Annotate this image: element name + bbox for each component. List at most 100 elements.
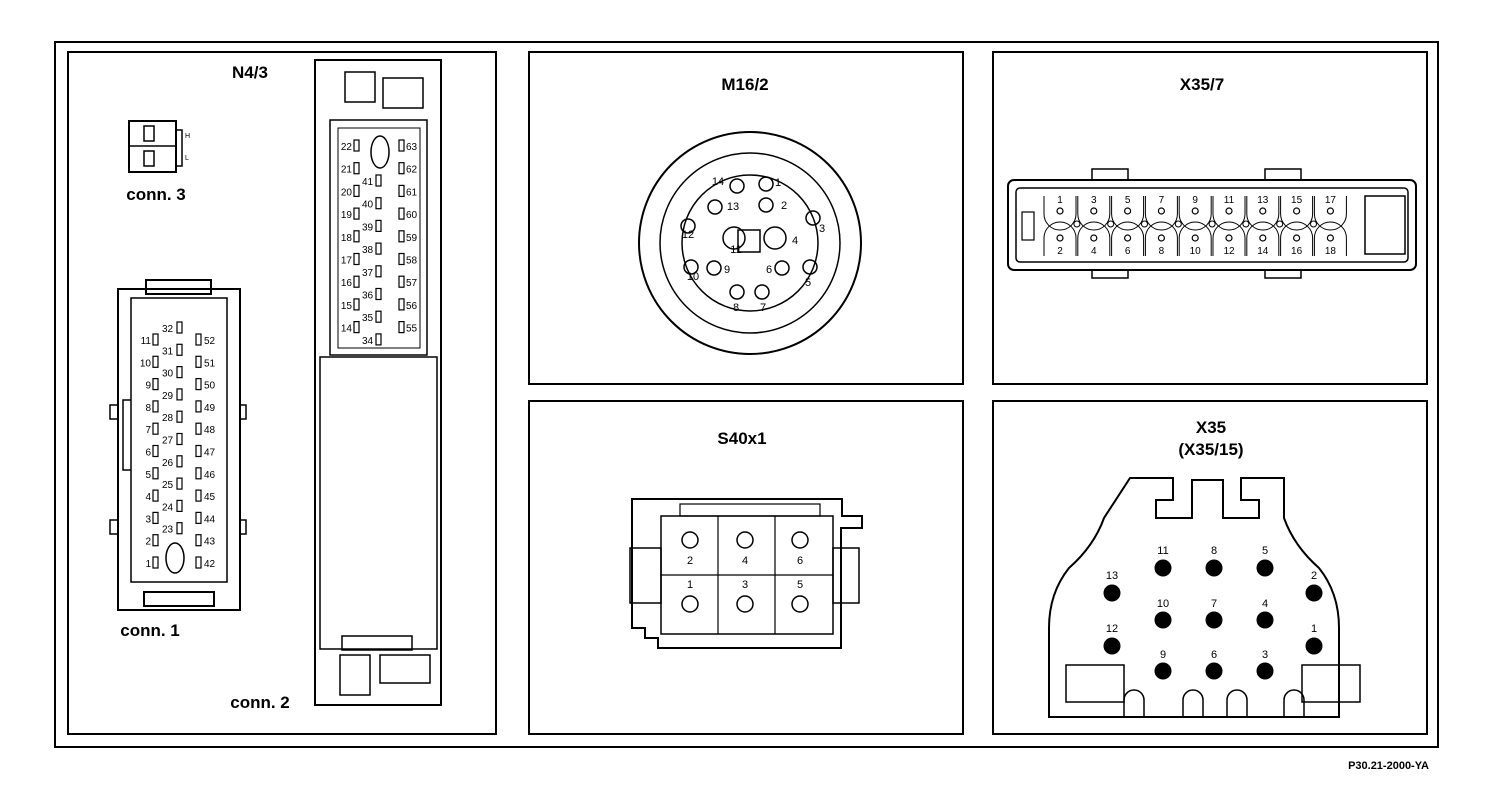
conn2-pin-label: 36 bbox=[362, 291, 374, 302]
x35-pin-contact bbox=[1103, 637, 1121, 655]
x35-7-pin-label: 3 bbox=[1091, 195, 1097, 206]
x35-pin-label: 12 bbox=[1106, 623, 1118, 635]
x35-pin-contact bbox=[1256, 559, 1274, 577]
conn2-pin-terminal bbox=[398, 321, 405, 334]
x35-7-pin-label: 14 bbox=[1257, 246, 1269, 257]
m16-2-pin-label: 12 bbox=[682, 229, 694, 241]
x35-7-pin-label: 11 bbox=[1224, 195, 1235, 206]
conn2-pin-label: 17 bbox=[341, 256, 353, 267]
s40x1-pin-label: 1 bbox=[687, 579, 693, 591]
m16-2-pin-socket bbox=[680, 218, 696, 234]
conn1-pin-label: 50 bbox=[204, 381, 216, 392]
conn1-pin-terminal bbox=[195, 355, 202, 368]
conn1-pin-label: 48 bbox=[204, 425, 216, 436]
x35-pin-contact bbox=[1205, 559, 1223, 577]
conn1-pin-label: 6 bbox=[145, 448, 151, 459]
m16-2-pin-label: 5 bbox=[805, 277, 811, 289]
x35-7-pin-label: 8 bbox=[1159, 246, 1165, 257]
conn2-pin-terminal bbox=[375, 197, 382, 210]
conn2-pin-terminal bbox=[398, 184, 405, 197]
x35-7-coding-hole bbox=[1242, 220, 1250, 228]
x35-7-pin-label: 13 bbox=[1257, 195, 1269, 206]
conn2-pin-terminal bbox=[353, 321, 360, 334]
x35-pin-label: 3 bbox=[1262, 649, 1268, 661]
conn1-pin-label: 28 bbox=[162, 413, 174, 424]
m16-2-pin-label: 1 bbox=[775, 177, 781, 189]
x35-7-pin-label: 15 bbox=[1291, 195, 1303, 206]
x35-7-pin-socket bbox=[1292, 207, 1301, 215]
s40x1-pin-socket bbox=[681, 531, 699, 549]
conn2-pin-label: 38 bbox=[362, 245, 374, 256]
x35-pin-contact bbox=[1205, 611, 1223, 629]
conn2-pin-label: 21 bbox=[341, 165, 353, 176]
conn1-pin-terminal bbox=[176, 477, 183, 490]
s40x1-pin-socket bbox=[791, 595, 809, 613]
x35-7-pin-cavity bbox=[1111, 221, 1145, 256]
panel-s40x1-frame bbox=[528, 400, 964, 735]
x35-7-pin-socket bbox=[1123, 234, 1132, 242]
x35-pin-contact bbox=[1256, 662, 1274, 680]
conn1-pin-label: 7 bbox=[145, 425, 151, 436]
x35-pin-label: 6 bbox=[1211, 649, 1217, 661]
conn1-label: conn. 1 bbox=[120, 621, 180, 640]
conn2-pin-terminal bbox=[375, 242, 382, 255]
conn2-pin-terminal bbox=[398, 275, 405, 288]
conn2-pin-terminal bbox=[353, 252, 360, 266]
conn1-pin-label: 31 bbox=[162, 346, 174, 357]
s40x1-pin-label: 3 bbox=[742, 579, 748, 591]
conn2-pin-terminal bbox=[398, 252, 405, 266]
conn1-pin-label: 11 bbox=[141, 336, 152, 347]
x35-7-pin-socket bbox=[1292, 234, 1301, 242]
x35-7-pin-socket bbox=[1123, 207, 1132, 215]
x35-7-pin-cavity bbox=[1144, 196, 1178, 231]
conn1-pin-label: 4 bbox=[145, 492, 151, 503]
panel-m16-2-title: M16/2 bbox=[721, 75, 768, 94]
x35-7-pin-label: 4 bbox=[1091, 246, 1097, 257]
conn2-pin-terminal bbox=[353, 184, 360, 197]
x35-7-coding-hole bbox=[1276, 220, 1284, 228]
conn1-pin-terminal bbox=[152, 467, 159, 480]
x35-7-pin-cavity bbox=[1111, 196, 1145, 231]
x35-pin-label: 7 bbox=[1211, 598, 1217, 610]
x35-7-pin-cavity bbox=[1212, 221, 1246, 256]
conn1-pin-terminal bbox=[152, 355, 159, 368]
m16-2-pin-socket bbox=[802, 259, 818, 275]
conn1-pin-label: 51 bbox=[204, 358, 216, 369]
conn1-pin-label: 29 bbox=[162, 391, 174, 402]
m16-2-pin-socket bbox=[754, 284, 770, 300]
x35-7-pin-socket bbox=[1090, 207, 1098, 215]
conn1-pin-terminal bbox=[176, 432, 183, 446]
conn2-pin-label: 34 bbox=[362, 336, 374, 347]
conn3-h-label: H bbox=[185, 133, 190, 140]
x35-pin-label: 2 bbox=[1311, 570, 1317, 582]
conn1-pin-terminal bbox=[176, 388, 183, 401]
x35-7-pin-socket bbox=[1326, 234, 1335, 242]
conn1-pin-label: 30 bbox=[162, 369, 174, 380]
m16-2-pin-label: 3 bbox=[819, 223, 825, 235]
m16-2-pin-label: 9 bbox=[724, 264, 730, 276]
panel-x35-frame bbox=[992, 400, 1428, 735]
s40x1-pin-socket bbox=[736, 595, 754, 613]
conn1-pin-terminal bbox=[176, 410, 183, 423]
conn1-connector: 1110987654321323130292827262524235251504… bbox=[109, 279, 247, 611]
x35-7-pin-cavity bbox=[1178, 221, 1212, 256]
conn2-connector: 2221201918171615144140393837363534636261… bbox=[314, 59, 442, 706]
conn2-pin-terminal bbox=[375, 310, 382, 323]
x35-7-pin-socket bbox=[1191, 234, 1199, 242]
s40x1-pin-label: 2 bbox=[687, 555, 693, 567]
conn1-pin-terminal bbox=[195, 511, 202, 525]
m16-2-pin-socket bbox=[729, 284, 745, 300]
panel-x35-7-title: X35/7 bbox=[1180, 75, 1224, 94]
x35-7-coding-hole bbox=[1073, 220, 1081, 228]
conn1-pin-label: 5 bbox=[145, 470, 151, 481]
drawing-reference-code: P30.21-2000-YA bbox=[1348, 760, 1429, 772]
m16-2-pin-socket bbox=[683, 259, 699, 275]
m16-2-pin-label: 8 bbox=[733, 302, 739, 314]
m16-2-pin-socket bbox=[722, 226, 746, 250]
conn1-pin-label: 23 bbox=[162, 525, 174, 536]
x35-7-coding-hole bbox=[1310, 220, 1317, 228]
conn2-pin-label: 55 bbox=[406, 324, 418, 335]
m16-2-pin-socket bbox=[729, 178, 745, 194]
